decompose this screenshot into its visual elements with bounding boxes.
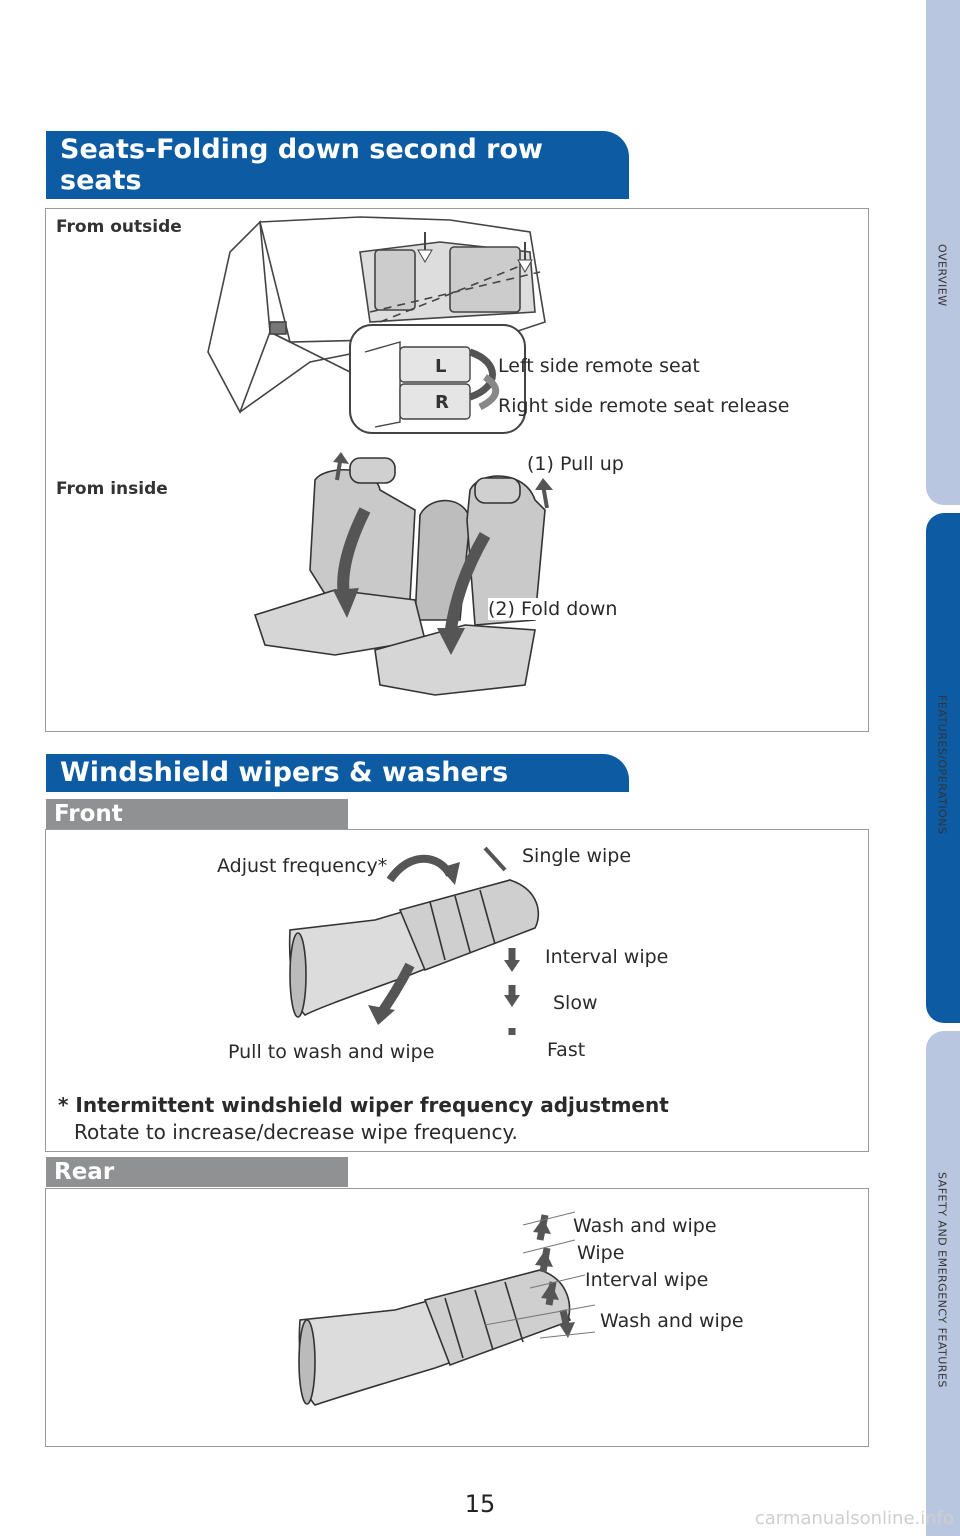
slow-label: Slow <box>553 992 598 1014</box>
front-subheader: Front <box>46 799 348 829</box>
single-wipe-label: Single wipe <box>522 845 632 867</box>
svg-text:R: R <box>435 392 449 413</box>
tab-safety-label: SAFETY AND EMERGENCY FEATURES <box>935 1172 949 1388</box>
watermark: carmanualsonline.info <box>754 1508 954 1529</box>
seats-section-title: Seats-Folding down second row seats (if … <box>46 131 629 227</box>
tab-overview[interactable] <box>926 0 960 505</box>
fast-label: Fast <box>547 1039 586 1061</box>
rear-interval-wipe-label: Interval wipe <box>585 1269 709 1291</box>
rear-wash-and-wipe-bottom-label: Wash and wipe <box>600 1310 744 1332</box>
tab-safety[interactable] <box>926 1031 960 1536</box>
adjust-frequency-label: Adjust frequency* <box>217 855 388 877</box>
left-remote-seat-label: Left side remote seat <box>498 355 700 377</box>
seats-title-line1: Seats-Folding down second row seats <box>60 134 543 196</box>
cargo-area-illustration: L R <box>207 216 546 434</box>
rear-subheader: Rear <box>46 1157 348 1187</box>
rear-wipe-label: Wipe <box>577 1242 625 1264</box>
front-wiper-box <box>45 829 869 1152</box>
front-note-title: * Intermittent windshield wiper frequenc… <box>58 1093 669 1117</box>
rear-wiper-lever-illustration <box>298 1211 595 1406</box>
tab-features[interactable] <box>926 513 960 1023</box>
tab-features-label: FEATURES/OPERATIONS <box>935 695 949 835</box>
tab-overview-label: OVERVIEW <box>935 243 949 307</box>
front-note-text: Rotate to increase/decrease wipe frequen… <box>74 1120 518 1144</box>
pull-up-label: (1) Pull up <box>527 453 624 475</box>
svg-text:L: L <box>435 356 446 377</box>
pull-to-wash-label: Pull to wash and wipe <box>228 1041 435 1063</box>
fold-down-label: (2) Fold down <box>488 598 618 620</box>
from-inside-label: From inside <box>56 479 168 499</box>
front-wiper-lever-illustration <box>288 846 540 1035</box>
wipers-section-title: Windshield wipers & washers <box>46 754 629 792</box>
right-remote-seat-label: Right side remote seat release <box>498 395 790 417</box>
from-outside-label: From outside <box>56 217 182 237</box>
rear-seats-illustration <box>253 452 553 696</box>
front-interval-wipe-label: Interval wipe <box>545 946 669 968</box>
page-number: 15 <box>464 1490 496 1518</box>
rear-wash-and-wipe-top-label: Wash and wipe <box>573 1215 717 1237</box>
